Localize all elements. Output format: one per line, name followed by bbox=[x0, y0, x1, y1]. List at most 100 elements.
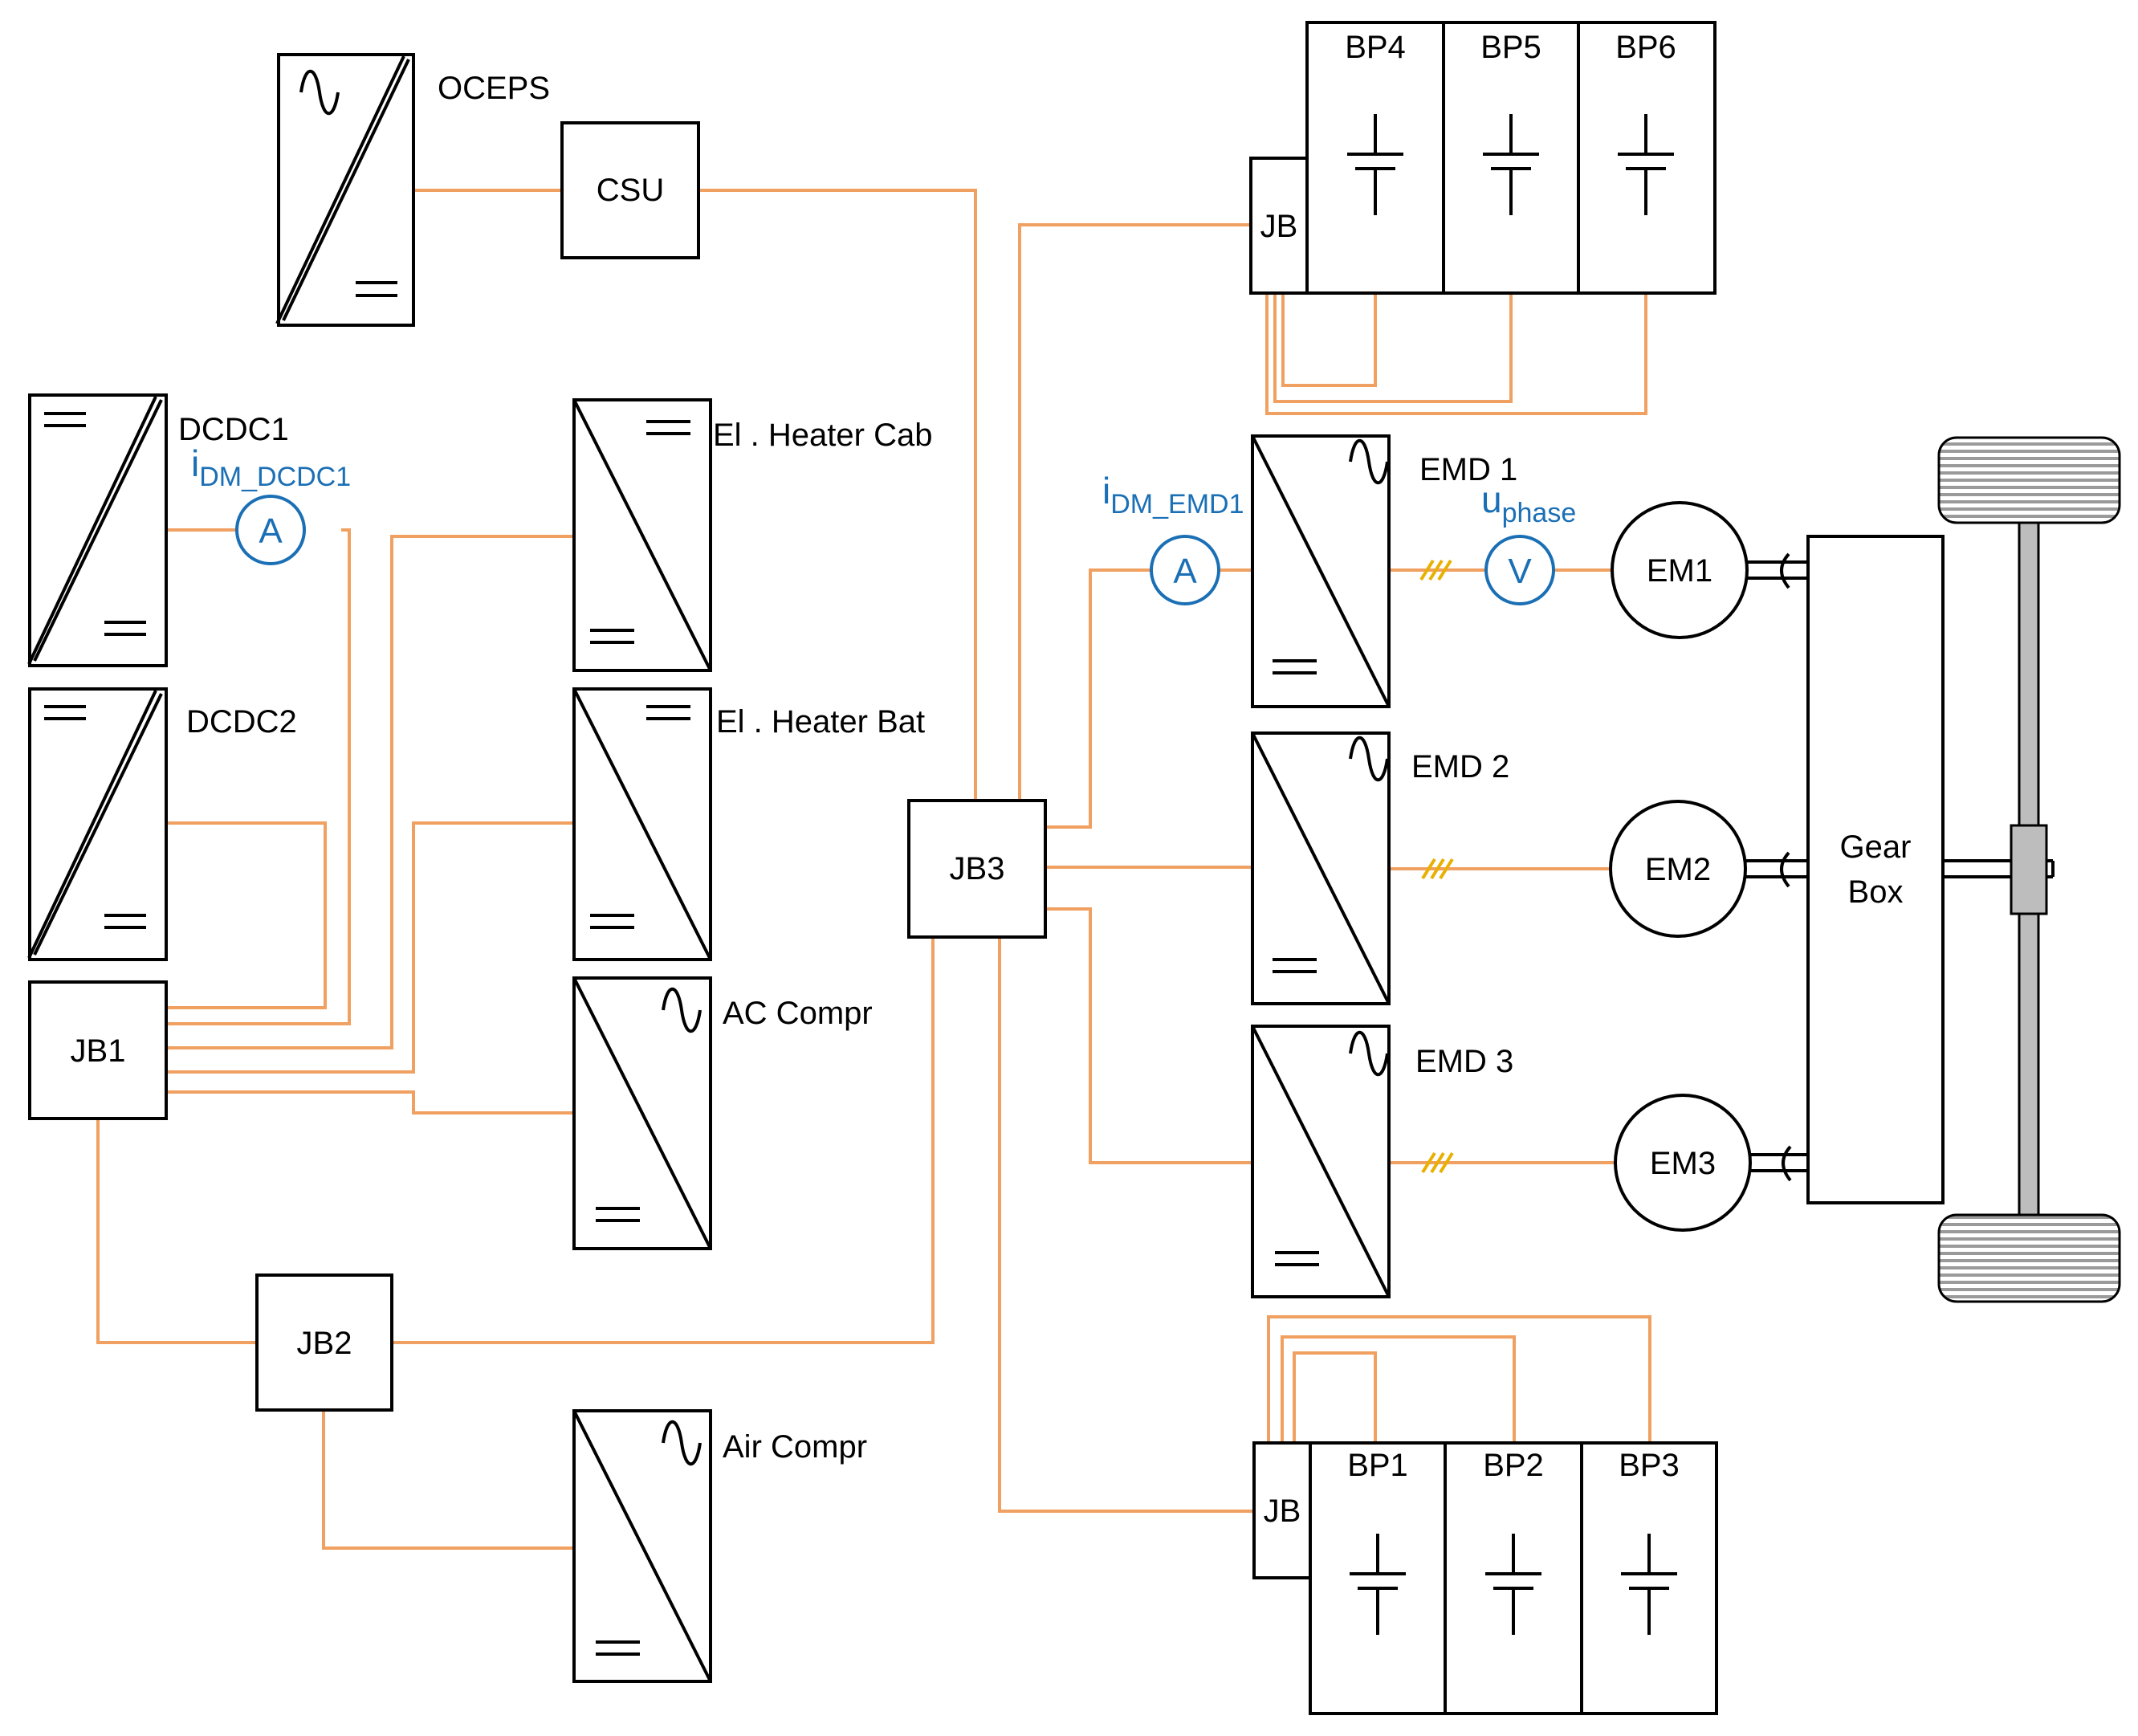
motor-em3: EM3 bbox=[1614, 1094, 1752, 1232]
label-oceps: OCEPS bbox=[438, 71, 550, 106]
ac-wave-icon bbox=[662, 987, 702, 1033]
jb3-box: JB3 bbox=[907, 799, 1047, 939]
ac-wave-icon bbox=[299, 69, 340, 116]
label-jb-top: JB bbox=[1260, 209, 1298, 244]
wire-jb1-heaterbat bbox=[167, 821, 574, 1074]
shaft-em2 bbox=[1745, 851, 1808, 888]
wire-jb2-aircompr bbox=[322, 1411, 574, 1550]
label-bp3: BP3 bbox=[1619, 1448, 1680, 1483]
top-battery-group: JB BP4 BP5 BP6 bbox=[1249, 21, 1717, 295]
wire-jbbottom-bp3 bbox=[1267, 1315, 1651, 1443]
wire-jbbottom-bp1 bbox=[1293, 1351, 1377, 1443]
ammeter-symbol: A bbox=[259, 511, 283, 551]
label-bp2: BP2 bbox=[1483, 1448, 1544, 1483]
gearbox: Gear Box bbox=[1806, 535, 1945, 1204]
label-gearbox-line2: Box bbox=[1848, 874, 1904, 910]
voltmeter-phase: V bbox=[1484, 535, 1555, 605]
label-bp5: BP5 bbox=[1480, 30, 1541, 65]
label-dcdc2: DCDC2 bbox=[186, 704, 297, 740]
emd2-converter bbox=[1251, 731, 1391, 1005]
rotation-arrow-icon bbox=[1780, 552, 1790, 589]
oceps-converter bbox=[275, 53, 415, 327]
label-jb2: JB2 bbox=[297, 1326, 352, 1361]
wheel-top bbox=[1937, 436, 2121, 524]
battery-icon bbox=[1483, 114, 1539, 215]
ac-wave-icon bbox=[662, 1420, 702, 1466]
wire-jbtop-bp6 bbox=[1265, 293, 1647, 415]
label-emd2: EMD 2 bbox=[1411, 749, 1509, 784]
battery-icon bbox=[1621, 1534, 1677, 1635]
label-jb-bottom: JB bbox=[1264, 1494, 1301, 1529]
wire-jb2-jb1 bbox=[96, 1119, 257, 1344]
label-heater-bat: El . Heater Bat bbox=[716, 704, 925, 740]
label-bp1: BP1 bbox=[1347, 1448, 1408, 1483]
label-em3: EM3 bbox=[1650, 1146, 1716, 1181]
wheel-bottom bbox=[1937, 1213, 2121, 1303]
ac-wave-icon bbox=[1349, 736, 1389, 782]
wire-jb3-jb2 bbox=[393, 938, 935, 1344]
battery-icon bbox=[1485, 1534, 1541, 1635]
wire-jb3-jbbottom bbox=[998, 938, 1254, 1513]
wire-jbbottom-bp2 bbox=[1281, 1335, 1516, 1443]
label-current-dcdc1: iDM_DCDC1 bbox=[191, 442, 351, 492]
label-phase-voltage: uphase bbox=[1481, 479, 1576, 528]
drive-axle bbox=[1943, 520, 2055, 1222]
dcdc1-converter bbox=[27, 393, 168, 667]
battery-icon bbox=[1347, 114, 1403, 215]
three-phase-marker bbox=[1421, 858, 1454, 880]
ammeter-symbol: A bbox=[1173, 552, 1197, 591]
motor-em2: EM2 bbox=[1609, 800, 1747, 938]
heater-bat-converter bbox=[572, 687, 712, 961]
label-em2: EM2 bbox=[1645, 852, 1711, 887]
wire-jbtop-bp4 bbox=[1281, 293, 1377, 387]
wire-jb3-jbtop bbox=[1018, 223, 1251, 801]
battery-icon bbox=[1618, 114, 1674, 215]
ammeter-dcdc1: A bbox=[235, 495, 306, 565]
rotation-arrow-icon bbox=[1780, 851, 1790, 888]
wire-jb3-emd1 bbox=[1045, 568, 1252, 829]
ac-wave-icon bbox=[1349, 1030, 1389, 1077]
shaft-em3 bbox=[1750, 1145, 1808, 1182]
jb2-box: JB2 bbox=[255, 1273, 393, 1412]
emd3-converter bbox=[1251, 1025, 1391, 1298]
wire-jb1-dcdc1 bbox=[167, 528, 351, 1025]
wire-jb1-heatercab bbox=[167, 535, 574, 1049]
shaft-em1 bbox=[1747, 552, 1808, 589]
three-phase-marker bbox=[1421, 1151, 1454, 1174]
csu-box: CSU bbox=[560, 121, 700, 259]
heater-cab-converter bbox=[572, 398, 712, 672]
label-emd1: EMD 1 bbox=[1419, 452, 1517, 487]
label-heater-cab: El . Heater Cab bbox=[713, 418, 932, 453]
wiring bbox=[96, 189, 1651, 1550]
label-bp6: BP6 bbox=[1615, 30, 1676, 65]
air-compr-converter bbox=[572, 1409, 712, 1683]
label-jb3: JB3 bbox=[950, 851, 1005, 886]
ammeter-emd1: A bbox=[1150, 535, 1220, 605]
label-csu: CSU bbox=[597, 173, 664, 208]
three-phase-marker bbox=[1419, 559, 1452, 581]
wire-jb1-accompr bbox=[167, 1090, 574, 1115]
wire-jb1-dcdc2 bbox=[167, 821, 327, 1009]
wire-jb3-emd3 bbox=[1045, 907, 1252, 1164]
label-current-emd1: iDM_EMD1 bbox=[1102, 470, 1244, 520]
label-dcdc1: DCDC1 bbox=[178, 412, 289, 447]
label-bp4: BP4 bbox=[1345, 30, 1406, 65]
label-gearbox-line1: Gear bbox=[1840, 829, 1912, 865]
ac-compr-converter bbox=[572, 976, 712, 1250]
label-em1: EM1 bbox=[1647, 553, 1712, 589]
bottom-battery-group: JB BP1 BP2 BP3 bbox=[1252, 1441, 1718, 1715]
label-ac-compr: AC Compr bbox=[723, 996, 873, 1031]
battery-icon bbox=[1350, 1534, 1406, 1635]
rotation-arrow-icon bbox=[1782, 1145, 1792, 1182]
label-jb1: JB1 bbox=[71, 1033, 126, 1069]
emd1-converter bbox=[1251, 434, 1391, 708]
motor-em1: EM1 bbox=[1611, 501, 1749, 639]
label-emd3: EMD 3 bbox=[1415, 1044, 1513, 1079]
voltmeter-symbol: V bbox=[1508, 552, 1532, 591]
ac-wave-icon bbox=[1349, 438, 1389, 485]
wire-csu-jb3 bbox=[698, 189, 977, 801]
jb1-box: JB1 bbox=[28, 980, 168, 1120]
dcdc2-converter bbox=[27, 687, 168, 961]
label-air-compr: Air Compr bbox=[723, 1429, 867, 1465]
